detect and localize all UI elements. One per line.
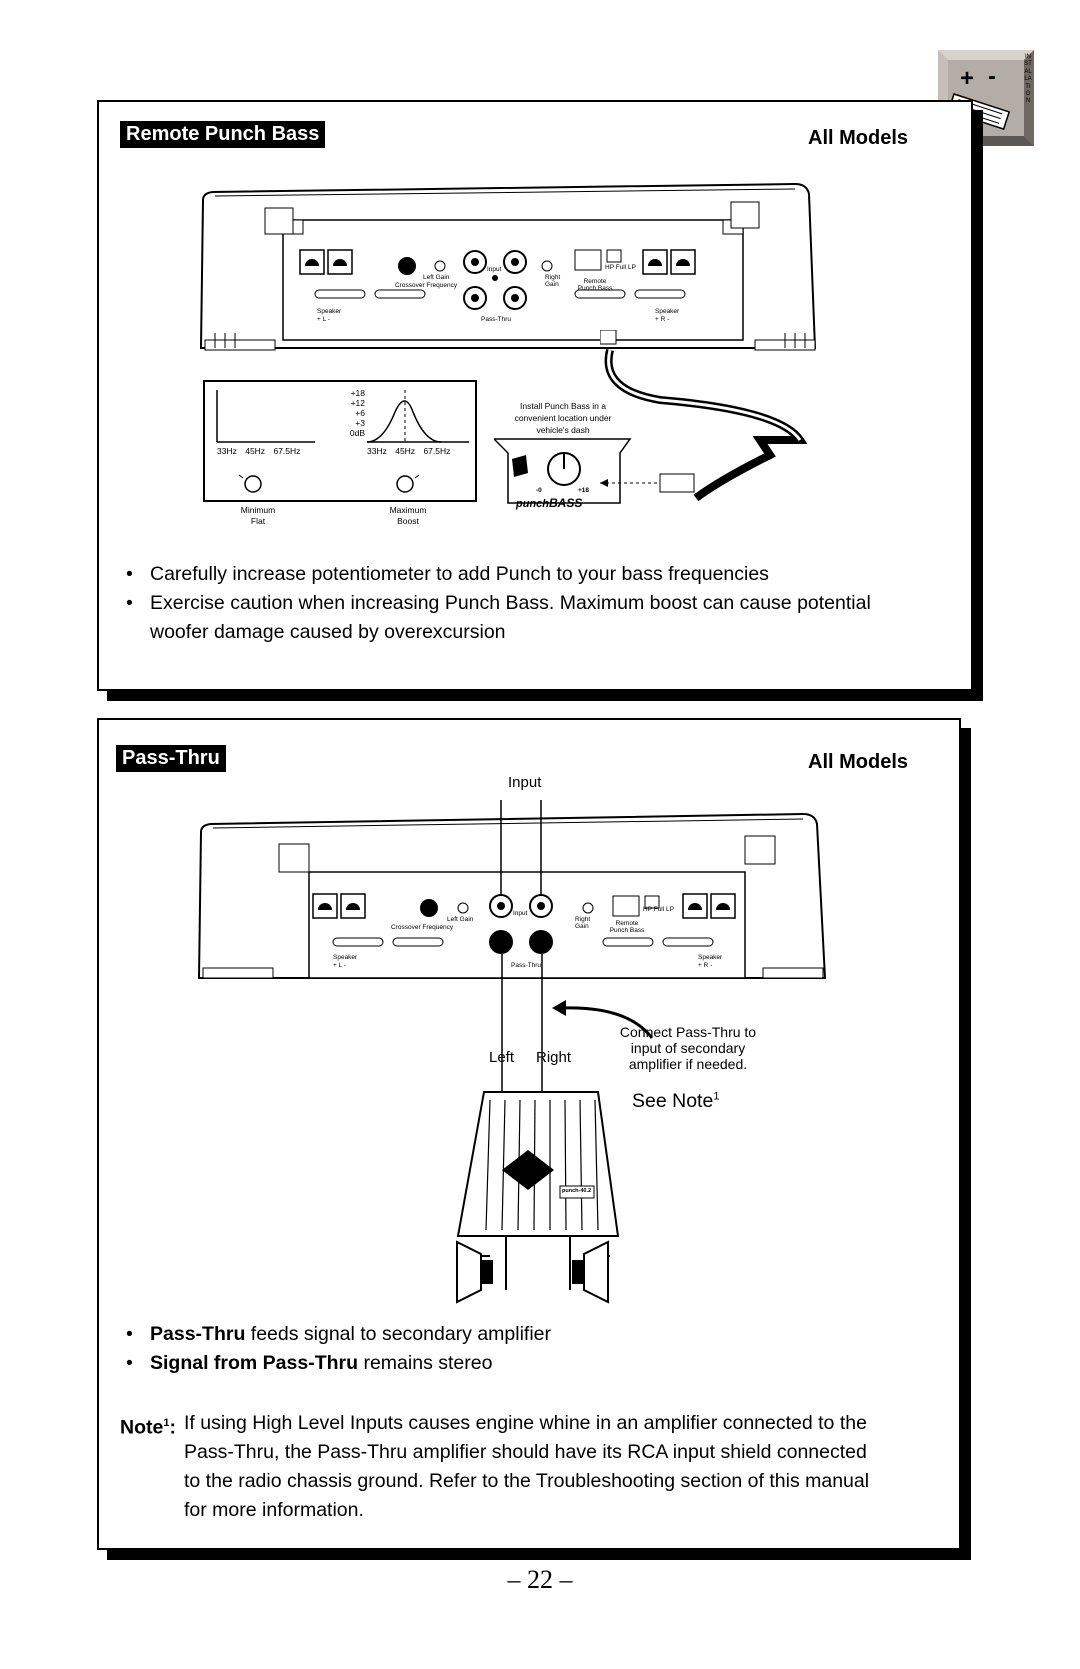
right-gain-label-2: Right Gain [575, 916, 591, 930]
left-gain-label: Left Gain [423, 274, 450, 281]
pass-thru-cables [490, 954, 610, 1104]
speaker-left-label: Speaker [317, 308, 342, 315]
speaker-right-label-2: Speaker [698, 954, 723, 961]
remote-brand: punchBASS [516, 496, 583, 510]
note-text: If using High Level Inputs causes engine… [184, 1412, 870, 1521]
remote-cable [599, 324, 860, 520]
remote-punch-bass-unit: -0 +18 punchBASS [492, 435, 634, 515]
pass-thru-title: Pass-Thru [116, 745, 226, 772]
crossover-frequency-label: Crossover Frequency [395, 282, 458, 289]
all-models-label-1: All Models [808, 127, 909, 149]
input-arrow-label: Input [508, 774, 542, 791]
installation-tab-label: INSTALLATION [1024, 54, 1032, 105]
amplifier-panel-diagram: Crossover Frequency Left Gain Input Righ… [195, 178, 855, 358]
remote-knob-min: -0 [536, 487, 542, 494]
remote-punch-bass-title: Remote Punch Bass [120, 121, 326, 148]
speaker-left-label-2: Speaker [333, 954, 358, 961]
remote-punch-bass-label: Remote Punch Bass [577, 278, 613, 292]
pass-thru-label: Pass-Thru [481, 316, 511, 323]
speaker-right-polarity-2: + R - [698, 962, 713, 969]
db-level: +12 [350, 398, 365, 408]
speaker-left-polarity: + L - [317, 316, 330, 323]
bullet-item: Pass-Thru feeds signal to secondary ampl… [120, 1320, 880, 1349]
right-speaker-icon [570, 1240, 610, 1304]
bullet-item: Carefully increase potentiometer to add … [120, 560, 880, 589]
speaker-left-polarity-2: + L - [333, 962, 346, 969]
db-scale: +18 +12 +6 +3 0dB [315, 388, 365, 438]
input-label: Input [487, 266, 502, 273]
hp-full-lp-label: HP Full LP [605, 264, 636, 271]
page-number: – 22 – [507, 1565, 573, 1594]
secondary-amplifier-illustration: punch-40.2 [450, 1090, 620, 1305]
right-gain-label: Right Gain [545, 274, 561, 288]
svg-text:+: + [960, 65, 974, 92]
pass-thru-bullets: Pass-Thru feeds signal to secondary ampl… [120, 1320, 880, 1378]
svg-text:-: - [988, 63, 996, 90]
left-output-label: Left [489, 1049, 515, 1066]
crossover-frequency-label-2: Crossover Frequency [391, 924, 454, 931]
freq-labels-right: 33Hz 45Hz 67.5Hz [367, 446, 451, 456]
curved-arrow-icon [548, 1000, 658, 1040]
remote-knob-max: +18 [578, 487, 590, 494]
punch-bass-response-graph: +18 +12 +6 +3 0dB 33Hz 45Hz 67.5Hz 33Hz … [203, 380, 477, 502]
right-output-label: Right [536, 1049, 572, 1066]
input-label-2: Input [513, 910, 528, 917]
note-block: Note1: If using High Level Inputs causes… [120, 1409, 900, 1529]
db-level: +3 [355, 418, 365, 428]
speaker-right-label: Speaker [655, 308, 680, 315]
bullet-item: Signal from Pass-Thru remains stereo [120, 1349, 880, 1378]
db-level: +18 [350, 388, 365, 398]
remote-punch-bass-bullets: Carefully increase potentiometer to add … [120, 560, 880, 647]
db-level: +6 [355, 408, 365, 418]
installation-tab-icon: + - INSTALLATION [938, 50, 1034, 146]
note-label: Note1: [120, 1416, 176, 1439]
left-speaker-icon [455, 1240, 495, 1304]
db-level: 0dB [349, 428, 365, 438]
remote-caption: Install Punch Bass in a convenient locat… [514, 401, 612, 435]
amplifier-panel-diagram-2: Crossover Frequency Left Gain Input Righ… [193, 764, 865, 990]
connect-caption: Connect Pass-Thru to input of secondary … [619, 1024, 757, 1072]
hp-full-lp-label-2: HP Full LP [643, 906, 674, 913]
speaker-right-polarity: + R - [655, 316, 670, 323]
remote-punch-bass-label-2: Remote Punch Bass [609, 920, 645, 934]
amp-badge: punch-40.2 [562, 1188, 592, 1194]
freq-labels-left: 33Hz 45Hz 67.5Hz [217, 446, 301, 456]
all-models-label-2: All Models [808, 751, 909, 773]
bullet-item: Exercise caution when increasing Punch B… [120, 589, 880, 647]
pass-thru-label-2: Pass-Thru [511, 962, 541, 969]
see-note-label: See Note1 [632, 1090, 720, 1112]
left-gain-label-2: Left Gain [447, 916, 474, 923]
